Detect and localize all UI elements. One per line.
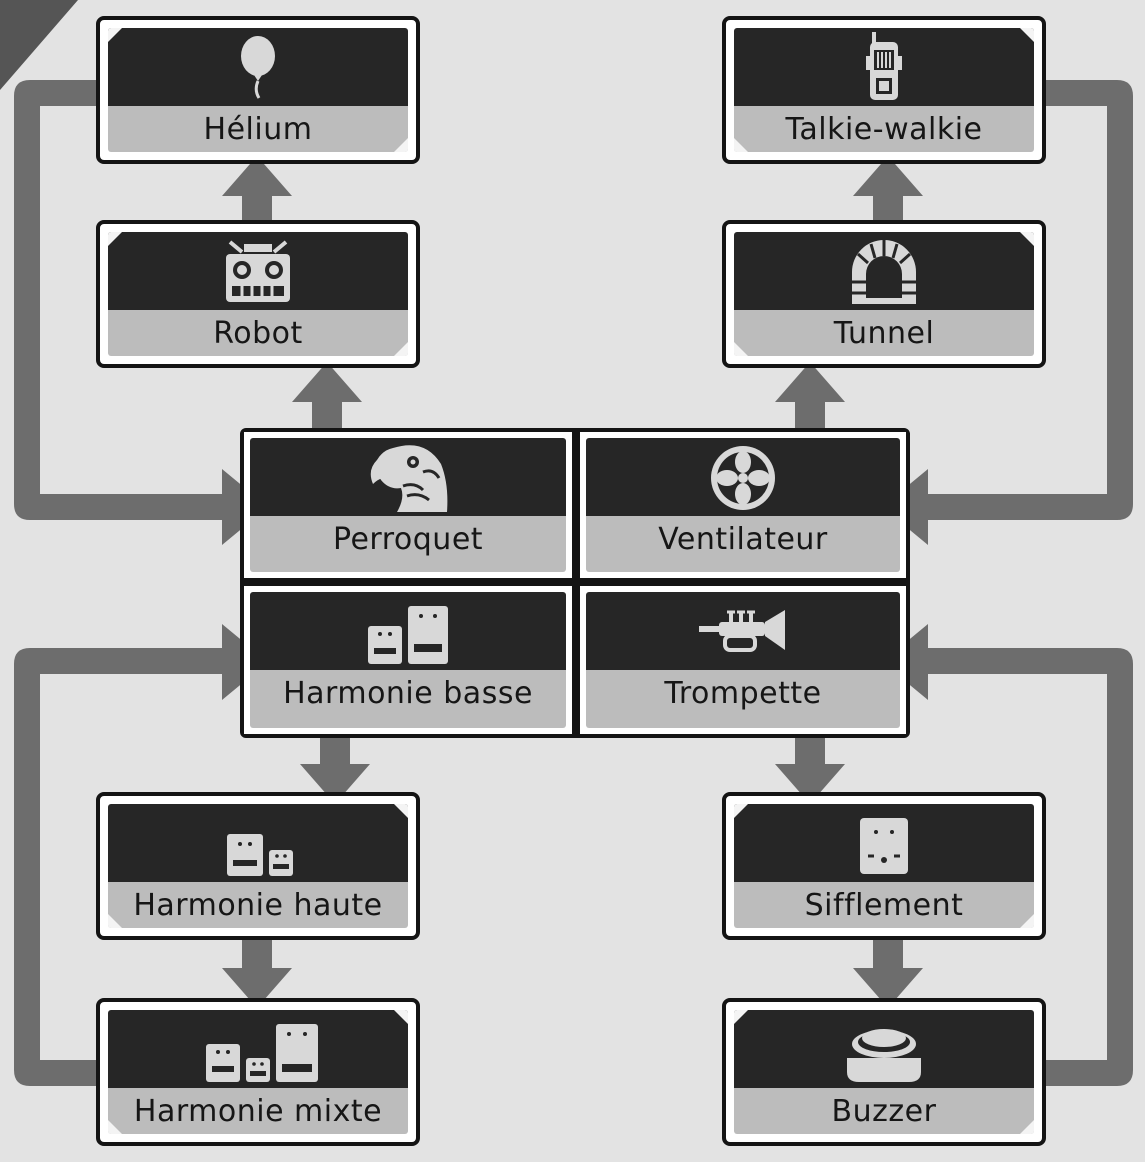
card-label: Harmonie basse (250, 670, 566, 728)
card-ventilateur[interactable]: Ventilateur (580, 432, 906, 578)
trumpet-icon (586, 592, 900, 670)
arrow-tunnel-to-talkie (853, 156, 923, 232)
card-label: Robot (108, 310, 408, 356)
card-sifflement[interactable]: Sifflement (722, 792, 1046, 940)
arrow-perroquet-to-robot (292, 362, 362, 438)
card-tunnel[interactable]: Tunnel (722, 220, 1046, 368)
arrow-basse-to-haute (300, 728, 370, 804)
fan-icon (586, 438, 900, 516)
card-perroquet[interactable]: Perroquet (244, 432, 572, 578)
card-label: Hélium (108, 106, 408, 152)
start-marker (0, 0, 78, 90)
high-harmony-icon (108, 804, 408, 882)
arrow-robot-to-helium (222, 156, 292, 232)
card-label: Perroquet (250, 516, 566, 572)
card-label: Buzzer (734, 1088, 1034, 1134)
card-label: Harmonie mixte (108, 1088, 408, 1134)
card-label: Harmonie haute (108, 882, 408, 928)
card-talkie-walkie[interactable]: Talkie-walkie (722, 16, 1046, 164)
robot-icon (108, 232, 408, 310)
balloon-icon (108, 28, 408, 106)
card-harmonie-basse[interactable]: Harmonie basse (244, 586, 572, 734)
card-label: Tunnel (734, 310, 1034, 356)
card-harmonie-haute[interactable]: Harmonie haute (96, 792, 420, 940)
card-label: Talkie-walkie (734, 106, 1034, 152)
card-helium[interactable]: Hélium (96, 16, 420, 164)
mixed-harmony-icon (108, 1010, 408, 1088)
low-harmony-icon (250, 592, 566, 670)
walkie-talkie-icon (734, 28, 1034, 106)
tunnel-icon (734, 232, 1034, 310)
arrow-ventilateur-to-tunnel (775, 362, 845, 438)
arrow-sifflement-to-buzzer (853, 930, 923, 1008)
whistle-face-icon (734, 804, 1034, 882)
card-label: Ventilateur (586, 516, 900, 572)
card-label: Sifflement (734, 882, 1034, 928)
card-trompette[interactable]: Trompette (580, 586, 906, 734)
card-harmonie-mixte[interactable]: Harmonie mixte (96, 998, 420, 1146)
card-buzzer[interactable]: Buzzer (722, 998, 1046, 1146)
card-label: Trompette (586, 670, 900, 728)
card-robot[interactable]: Robot (96, 220, 420, 368)
arrow-haute-to-mixte (222, 930, 292, 1008)
buzzer-icon (734, 1010, 1034, 1088)
parrot-icon (250, 438, 566, 516)
center-divider-horizontal (244, 578, 906, 586)
arrow-trompette-to-sifflement (775, 728, 845, 804)
